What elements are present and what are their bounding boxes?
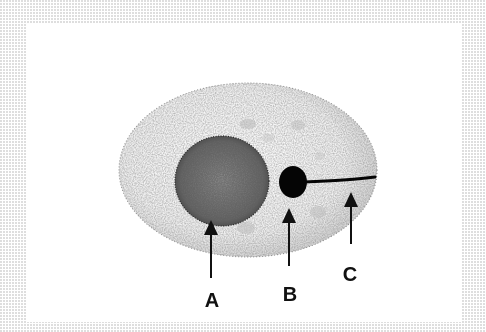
- label-c: C: [343, 264, 357, 286]
- label-b: B: [283, 284, 297, 306]
- label-a: A: [205, 290, 219, 312]
